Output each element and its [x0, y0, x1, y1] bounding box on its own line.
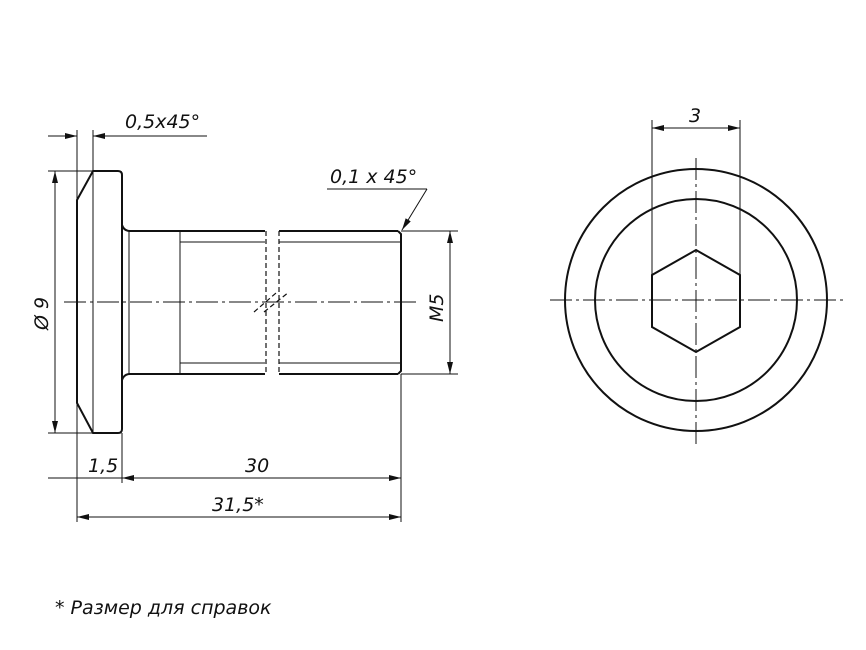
end-view: 3 [550, 105, 846, 446]
dim-hex-size: 3 [689, 105, 701, 127]
dim-total-length: 31,5* [212, 494, 264, 516]
reference-note: * Размер для справок [55, 597, 272, 619]
dim-chamfer-thread: 0,1 x 45° [330, 166, 417, 188]
dim-thread: M5 [426, 294, 448, 322]
dim-head-diameter: Ø 9 [31, 297, 53, 331]
dim-head-thickness: 1,5 [88, 455, 118, 477]
dim-shank-length: 30 [245, 455, 269, 477]
dim-chamfer-head: 0,5x45° [125, 111, 200, 133]
